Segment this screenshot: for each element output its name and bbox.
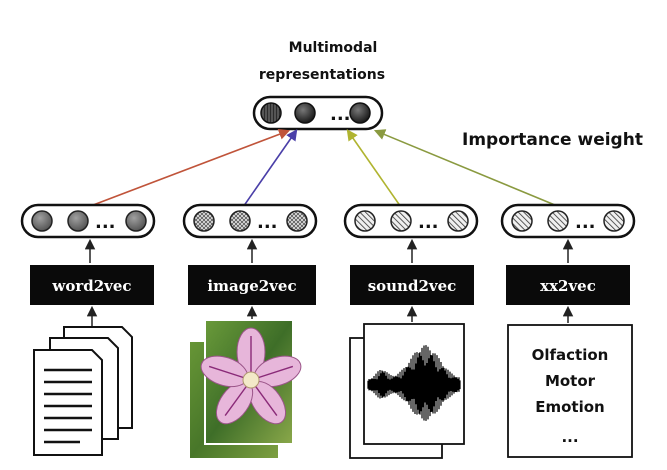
weight-arrows	[79, 128, 568, 211]
top-title-line1: Multimodal	[289, 40, 378, 56]
top-title-line2: representations	[259, 67, 385, 83]
other-vector: ...	[500, 203, 636, 239]
multimodal-vector: ...	[252, 95, 384, 131]
word2vec-label: word2vec	[51, 277, 131, 295]
word2vec-box: word2vec	[30, 265, 154, 305]
other-senses-line-3: Emotion	[535, 398, 604, 416]
image2vec-label: image2vec	[207, 277, 296, 295]
sound2vec-label: sound2vec	[368, 277, 457, 295]
image-vector: ...	[182, 203, 318, 239]
multimodal-node-2	[294, 102, 316, 124]
other-senses-line-1: Olfaction	[532, 346, 609, 364]
flower-photo-icon	[190, 319, 302, 458]
sound-vector: ...	[343, 203, 479, 239]
image-weight-arrow	[240, 129, 298, 211]
xx2vec-label: xx2vec	[540, 277, 596, 295]
other-weight-arrow	[373, 129, 568, 211]
word-vector: ...	[20, 203, 156, 239]
waveform-icon	[349, 323, 465, 459]
other-senses-line-4: ...	[561, 428, 578, 446]
multimodal-node-3	[349, 102, 371, 124]
word-vector-ellipsis: ...	[95, 212, 116, 233]
word-weight-arrow	[79, 128, 291, 211]
document-stack-icon	[33, 326, 133, 456]
importance-weight-label: Importance weight	[462, 130, 643, 150]
multimodal-ellipsis: ...	[330, 104, 351, 125]
multimodal-node-1	[260, 102, 282, 124]
other-senses-line-2: Motor	[545, 372, 596, 390]
sound2vec-box: sound2vec	[350, 265, 474, 305]
encoder-to-vector-arrows	[84, 238, 574, 263]
other-vector-ellipsis: ...	[575, 212, 596, 233]
xx2vec-box: xx2vec	[506, 265, 630, 305]
sound-vector-ellipsis: ...	[418, 212, 439, 233]
image-vector-ellipsis: ...	[257, 212, 278, 233]
image2vec-box: image2vec	[188, 265, 316, 305]
other-senses-box: Olfaction Motor Emotion ...	[507, 324, 633, 458]
sound-weight-arrow	[346, 129, 404, 211]
input-to-encoder-arrows	[86, 305, 574, 326]
